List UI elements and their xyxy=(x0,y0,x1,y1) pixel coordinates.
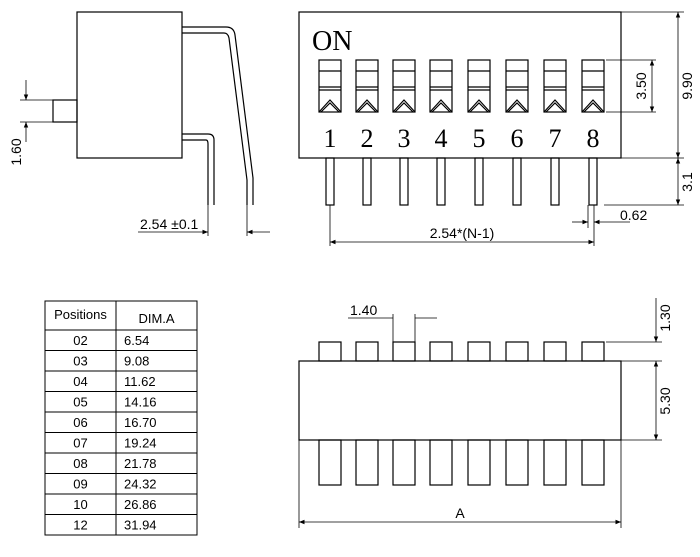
table-cell-dim-a: 21.78 xyxy=(124,456,157,471)
bottom-body xyxy=(298,360,622,441)
table-cell-position: 10 xyxy=(73,497,87,512)
table-cell-position: 05 xyxy=(73,395,87,410)
bottom-dim-body-height: 5.30 xyxy=(657,387,673,414)
side-dim-pitch: 2.54 ±0.1 xyxy=(140,216,198,232)
table-cell-dim-a: 16.70 xyxy=(124,415,157,430)
bottom-lower-pin-2 xyxy=(355,439,379,486)
top-pin-4 xyxy=(436,157,446,206)
bottom-top-pin-6 xyxy=(505,341,529,362)
side-body xyxy=(76,11,183,159)
top-dim-pin-length: 3.1 xyxy=(679,172,695,192)
switch-6 xyxy=(505,59,529,113)
bottom-dim-a: A xyxy=(455,505,465,521)
top-view xyxy=(298,11,684,246)
bottom-top-pin-8 xyxy=(581,341,605,362)
bottom-top-pin-7 xyxy=(543,341,567,362)
top-dim-switch: 3.50 xyxy=(633,72,649,99)
bottom-lower-pin-5 xyxy=(467,439,491,486)
switch-number-6: 6 xyxy=(511,124,524,153)
top-pin-7 xyxy=(550,157,560,206)
table-cell-dim-a: 6.54 xyxy=(124,333,149,348)
bottom-top-pin-1 xyxy=(318,341,342,362)
top-pins xyxy=(325,157,598,206)
side-actuator xyxy=(52,99,78,123)
side-pin-2 xyxy=(182,133,215,205)
top-dim-height: 9.90 xyxy=(679,72,695,99)
bottom-lower-pin-3 xyxy=(392,439,416,486)
switch-number-3: 3 xyxy=(398,124,411,153)
switch-5 xyxy=(467,59,491,113)
bottom-lower-pin-8 xyxy=(581,439,605,486)
switch-number-8: 8 xyxy=(587,124,600,153)
table-cell-dim-a: 9.08 xyxy=(124,354,149,369)
table-header-dim-a: DIM.A xyxy=(138,311,174,326)
table-cell-position: 09 xyxy=(73,477,87,492)
table-cell-position: 12 xyxy=(73,518,87,533)
bottom-top-pin-3 xyxy=(392,341,416,362)
top-dim-pin-width: 0.62 xyxy=(620,207,647,223)
table-cell-dim-a: 31.94 xyxy=(124,518,157,533)
table-cell-dim-a: 19.24 xyxy=(124,436,157,451)
top-pin-1 xyxy=(325,157,335,206)
top-pin-8 xyxy=(588,157,598,206)
table-cell-position: 02 xyxy=(73,333,87,348)
switch-number-7: 7 xyxy=(549,124,562,153)
side-dim-actuator: 1.60 xyxy=(8,138,24,165)
table-frame xyxy=(44,300,198,536)
switch-number-4: 4 xyxy=(435,124,448,153)
top-pin-3 xyxy=(399,157,409,206)
top-body xyxy=(298,11,622,159)
bottom-top-pin-4 xyxy=(429,341,453,362)
dimension-table: Positions DIM.A 02 6.54 03 9.08 04 11.62 05 14.16… xyxy=(44,300,198,536)
bottom-dim-pin-width: 1.40 xyxy=(350,302,377,318)
switch-7 xyxy=(543,59,567,113)
switch-3 xyxy=(392,59,416,113)
switch-2 xyxy=(355,59,379,113)
side-pin-1 xyxy=(182,26,254,205)
switch-8 xyxy=(581,59,605,113)
table-cell-dim-a: 26.86 xyxy=(124,497,157,512)
on-label: ON xyxy=(312,26,352,57)
table-cell-dim-a: 11.62 xyxy=(124,374,156,389)
bottom-lower-pin-4 xyxy=(429,439,453,486)
table-cell-position: 04 xyxy=(73,374,87,389)
top-pin-2 xyxy=(362,157,372,206)
table-cell-position: 07 xyxy=(73,436,87,451)
bottom-dim-pin-height: 1.30 xyxy=(657,304,673,331)
top-pin-6 xyxy=(512,157,522,206)
bottom-lower-pin-6 xyxy=(505,439,529,486)
top-switches xyxy=(318,59,605,113)
switch-1 xyxy=(318,59,342,113)
bottom-lower-pin-7 xyxy=(543,439,567,486)
bottom-lower-pin-1 xyxy=(318,439,342,486)
table-cell-dim-a: 14.16 xyxy=(124,395,157,410)
bottom-pins xyxy=(318,341,605,486)
switch-number-1: 1 xyxy=(324,124,337,153)
top-dim-pitch-total: 2.54*(N-1) xyxy=(430,225,495,241)
table-cell-dim-a: 24.32 xyxy=(124,477,157,492)
table-cell-position: 08 xyxy=(73,456,87,471)
side-view xyxy=(20,11,270,236)
table-cell-position: 03 xyxy=(73,354,87,369)
table-header-positions: Positions xyxy=(54,307,107,322)
switch-4 xyxy=(429,59,453,113)
bottom-view xyxy=(298,298,662,528)
switch-number-5: 5 xyxy=(473,124,486,153)
top-pin-5 xyxy=(474,157,484,206)
switch-number-2: 2 xyxy=(361,124,374,153)
bottom-top-pin-2 xyxy=(355,341,379,362)
bottom-top-pin-5 xyxy=(467,341,491,362)
table-cell-position: 06 xyxy=(73,415,87,430)
